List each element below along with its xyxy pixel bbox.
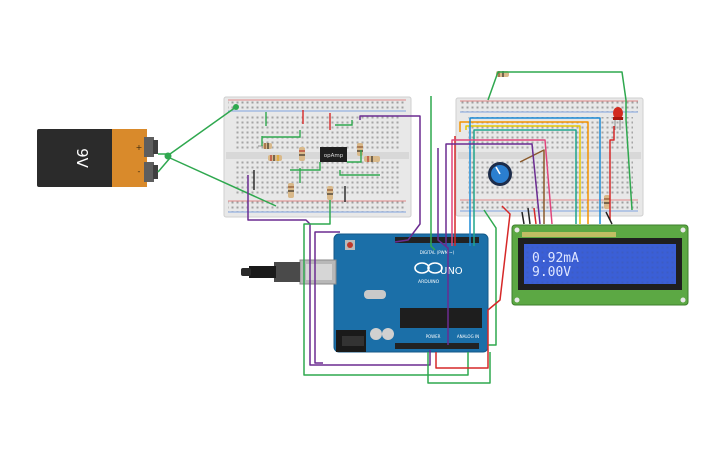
- wire-lcd-black-2: [527, 207, 531, 225]
- lcd-line-1: 0.92mA: [532, 251, 579, 266]
- power-header-label: POWER: [426, 334, 441, 339]
- resistor-r1[interactable]: [258, 143, 272, 149]
- wire-purple-d: [437, 148, 449, 345]
- wire-lcd-black-1: [521, 211, 525, 225]
- wire-green-led: [487, 71, 633, 211]
- arduino-logo: [414, 262, 443, 274]
- breadboard-left: opAmp: [223, 96, 412, 218]
- atmega-chip: [400, 308, 482, 328]
- battery-plus-label: +: [136, 143, 143, 152]
- wire-purple-lcd: [445, 143, 541, 246]
- battery-label: 9V: [73, 148, 91, 169]
- arduino-uno[interactable]: UNO ARDUINO DIGITAL (PWM ~) POWER ANALOG…: [299, 233, 489, 353]
- opamp-chip[interactable]: opAmp: [320, 147, 347, 162]
- resistor-r6[interactable]: [288, 183, 294, 198]
- breadboard-left-jumpers: [253, 110, 380, 202]
- resistor-r5[interactable]: [364, 156, 380, 162]
- wire-orange: [459, 121, 589, 224]
- resistor-r8[interactable]: [604, 195, 610, 209]
- capacitor-1: [370, 328, 382, 340]
- red-led[interactable]: [613, 107, 623, 130]
- reset-button[interactable]: [345, 240, 355, 250]
- potentiometer[interactable]: [488, 162, 512, 186]
- capacitor-2: [382, 328, 394, 340]
- battery-minus-label: -: [138, 167, 141, 176]
- wire-brown: [519, 149, 545, 224]
- lcd-line-2: 9.00V: [532, 265, 571, 280]
- wire-pink: [451, 139, 553, 246]
- battery-9v[interactable]: 9V + -: [37, 129, 158, 187]
- board-brand: ARDUINO: [418, 279, 440, 285]
- analog-header-label: ANALOG IN: [457, 334, 479, 339]
- crystal: [364, 290, 386, 299]
- wire-yellow: [465, 125, 581, 224]
- wire-green-top: [430, 96, 436, 251]
- wire-purple-c: [314, 231, 340, 364]
- digital-header-label: DIGITAL (PWM ~): [420, 250, 455, 255]
- resistor-r2[interactable]: [268, 155, 282, 161]
- wire-green-bottom: [427, 352, 491, 384]
- resistor-r4[interactable]: [357, 143, 363, 156]
- wire-green-gnd: [303, 200, 469, 376]
- board-model: UNO: [440, 266, 463, 277]
- wire-red-5v: [435, 205, 511, 369]
- wire-purple-a: [359, 115, 421, 243]
- wire-teal: [473, 129, 577, 246]
- dc-power-jack[interactable]: [336, 330, 366, 352]
- resistor-r7[interactable]: [327, 186, 333, 200]
- wire-green-right: [483, 209, 497, 346]
- usb-port[interactable]: [299, 259, 337, 285]
- wire-red-top: [609, 126, 615, 220]
- wire-lcd-red: [533, 207, 537, 225]
- wire-blue: [469, 117, 601, 246]
- usb-cable: [241, 262, 300, 282]
- lcd-display: 0.92mA 9.00V: [511, 224, 689, 306]
- wires: [157, 71, 633, 384]
- breadboard-right: [455, 97, 644, 217]
- resistor-r3[interactable]: [299, 147, 305, 161]
- wire-lcd-black-3: [605, 211, 613, 225]
- opamp-label: opAmp: [324, 153, 344, 159]
